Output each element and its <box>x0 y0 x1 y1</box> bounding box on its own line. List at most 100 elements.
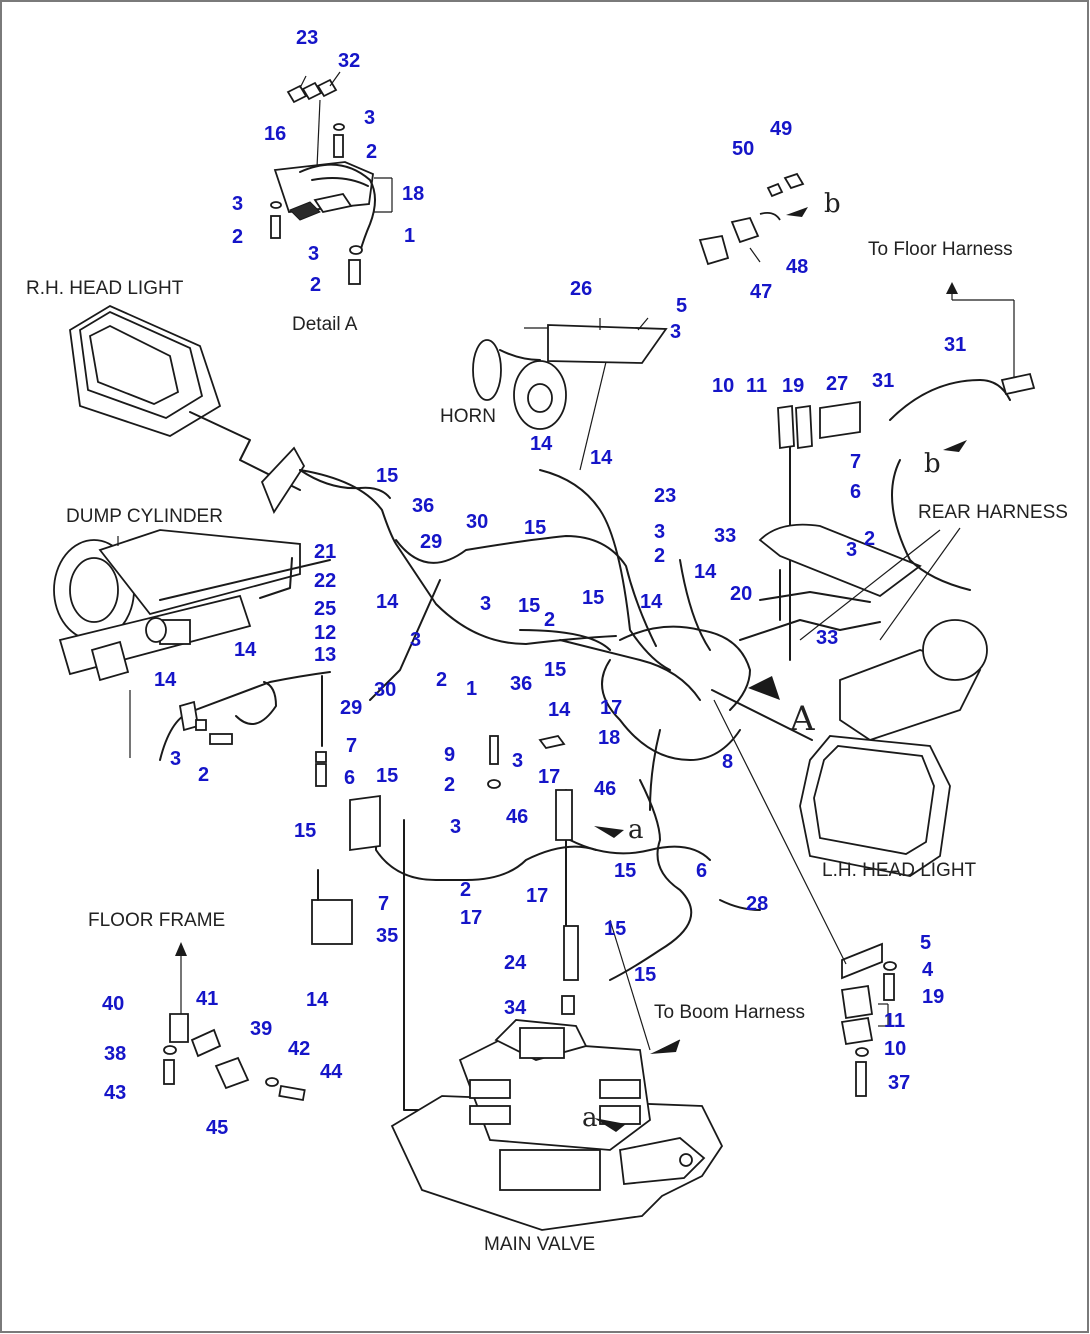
callout-number: 18 <box>402 183 424 205</box>
callout-number: 15 <box>294 820 316 842</box>
callout-number: 7 <box>346 735 357 757</box>
right-bracket-drawing <box>713 699 897 1097</box>
callout-number: 5 <box>676 295 687 317</box>
callout-number: 6 <box>850 481 861 503</box>
callout-number: 17 <box>600 697 622 719</box>
callout-number: 14 <box>376 591 399 613</box>
callout-number: 14 <box>694 561 717 583</box>
callout-number: 2 <box>310 274 321 296</box>
detail-a-drawing <box>270 71 393 285</box>
horn-drawing <box>472 317 668 471</box>
dump-cylinder-label: DUMP CYLINDER <box>66 506 223 527</box>
callout-number: 3 <box>170 748 181 770</box>
callout-number: 40 <box>102 993 124 1015</box>
callout-number: 46 <box>594 778 616 800</box>
callout-number: 36 <box>510 673 532 695</box>
callout-number: 3 <box>670 321 681 343</box>
floor-frame-label: FLOOR FRAME <box>88 910 225 931</box>
callout-number: 3 <box>232 193 243 215</box>
callout-number: 2 <box>232 226 243 248</box>
callout-number: 2 <box>198 764 209 786</box>
callout-number: 49 <box>770 118 792 140</box>
floor-harness-label: To Floor Harness <box>868 239 1013 260</box>
callout-number: 17 <box>460 907 482 929</box>
connector-b-letter: b <box>824 189 841 219</box>
callout-number: 14 <box>154 669 177 691</box>
callout-number: 3 <box>512 750 523 772</box>
callout-number: 16 <box>264 123 286 145</box>
callout-number: 3 <box>480 593 491 615</box>
callout-number: 20 <box>730 583 752 605</box>
callout-number: 50 <box>732 138 754 160</box>
callout-number: 15 <box>582 587 604 609</box>
callout-number: 26 <box>570 278 592 300</box>
callout-number: 15 <box>376 765 398 787</box>
callout-number: 2 <box>544 609 555 631</box>
callout-number: 43 <box>104 1082 126 1104</box>
callout-number: 41 <box>196 988 218 1010</box>
callout-number: 48 <box>786 256 808 278</box>
callout-number: 27 <box>826 373 848 395</box>
callout-number: 32 <box>338 50 360 72</box>
callout-number: 14 <box>590 447 613 469</box>
callout-number: 2 <box>654 545 665 567</box>
callout-number: 8 <box>722 751 733 773</box>
callout-number: 18 <box>598 727 620 749</box>
callout-number: 3 <box>450 816 461 838</box>
callout-number: 25 <box>314 598 336 620</box>
callout-number: 14 <box>530 433 553 455</box>
dump-cylinder-drawing <box>53 529 331 758</box>
callout-number: 30 <box>466 511 488 533</box>
callout-number: 15 <box>518 595 540 617</box>
view-a-letter: A <box>789 699 815 739</box>
callout-number: 31 <box>944 334 966 356</box>
connector-b-drawing <box>698 172 808 266</box>
callout-number: 10 <box>712 375 734 397</box>
callout-number: 14 <box>548 699 571 721</box>
callout-number: 10 <box>884 1038 906 1060</box>
callout-number: 23 <box>296 27 318 49</box>
connector-b-letter: b <box>924 449 941 479</box>
detail-a-label: Detail A <box>292 314 358 335</box>
callout-number: 3 <box>364 107 375 129</box>
callout-number: 30 <box>374 679 396 701</box>
rh-head-light-label: R.H. HEAD LIGHT <box>26 278 184 299</box>
rear-harness-label: REAR HARNESS <box>918 502 1068 523</box>
callout-number: 17 <box>538 766 560 788</box>
callout-number: 3 <box>654 521 665 543</box>
rh-head-light-drawing <box>69 304 391 514</box>
callout-number: 15 <box>634 964 656 986</box>
boom-harness-label: To Boom Harness <box>654 1002 805 1023</box>
callout-number: 19 <box>922 986 944 1008</box>
callout-number: 44 <box>320 1061 343 1083</box>
callout-number: 14 <box>640 591 663 613</box>
main-valve-drawing <box>390 826 724 1231</box>
horn-label: HORN <box>440 406 496 427</box>
callout-number: 15 <box>604 918 626 940</box>
callout-number: 3 <box>846 539 857 561</box>
callout-number: 22 <box>314 570 336 592</box>
callout-number: 28 <box>746 893 768 915</box>
callout-number: 29 <box>420 531 442 553</box>
callout-number: 33 <box>816 627 838 649</box>
callout-number: 31 <box>872 370 894 392</box>
callout-number: 42 <box>288 1038 310 1060</box>
callout-number: 1 <box>404 225 415 247</box>
callout-number: 21 <box>314 541 336 563</box>
text-labels: Detail A R.H. HEAD LIGHT HORN DUMP CYLIN… <box>26 189 1068 1255</box>
callout-number: 46 <box>506 806 528 828</box>
callout-number: 7 <box>378 893 389 915</box>
callout-number: 37 <box>888 1072 910 1094</box>
callout-number: 23 <box>654 485 676 507</box>
callout-number: 2 <box>460 879 471 901</box>
lower-harness-drawing <box>159 671 597 1111</box>
callout-number: 38 <box>104 1043 126 1065</box>
callout-number: 15 <box>614 860 636 882</box>
callout-number: 3 <box>410 629 421 651</box>
callout-number: 6 <box>344 767 355 789</box>
callout-number: 47 <box>750 281 772 303</box>
